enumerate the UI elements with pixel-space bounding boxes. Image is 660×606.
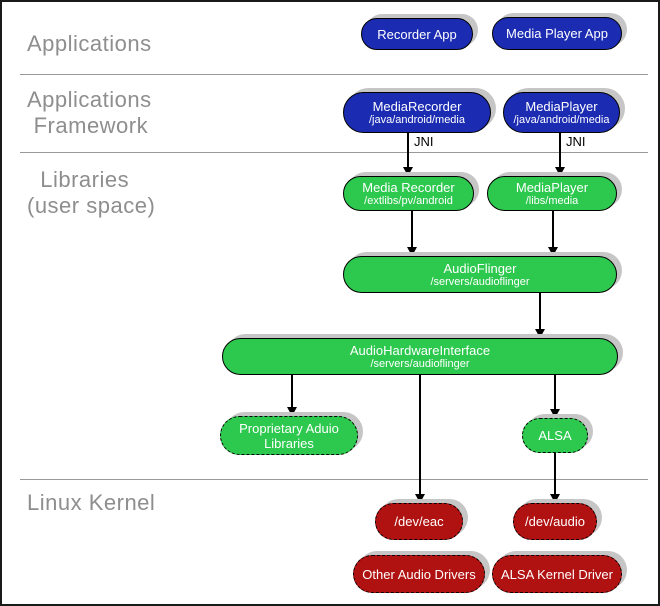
node-title: AudioHardwareInterface [349,342,491,358]
arrowhead-icon [555,167,565,176]
node-audioflinger: AudioFlinger /servers/audioflinger [343,256,617,293]
node-alsa-kernel-driver: ALSA Kernel Driver [492,555,622,593]
node-media-player-app: Media Player App [492,17,622,50]
node-title: MediaPlayer [515,179,589,195]
node-title: ALSA [538,428,572,443]
node-title: ALSA Kernel Driver [501,566,613,582]
node-path: /extlibs/pv/android [364,194,453,207]
divider-applications-framework [20,74,648,75]
connector-audioflinger-ahi [539,293,541,331]
divider-libraries-kernel [20,479,648,480]
node-recorder-app: Recorder App [361,18,473,50]
layer-label-applications-framework: Applications Framework [27,87,152,138]
node-title: Other Audio Drivers [362,566,476,582]
node-title: Proprietary Aduio Libraries [239,420,339,451]
node-dev-audio: /dev/audio [513,503,597,540]
connector-ahi-alsa [554,375,556,411]
node-mediarecorder-framework: MediaRecorder /java/android/media [343,92,491,133]
node-title: Media Player App [506,26,608,41]
node-path: /java/android/media [513,113,610,126]
connector-ahi-proprietary [291,375,293,409]
node-alsa: ALSA [522,418,588,453]
node-dev-eac: /dev/eac [375,503,463,540]
node-path: /servers/audioflinger [370,357,470,370]
arrowhead-icon [548,247,558,256]
arrowhead-icon [550,494,560,503]
layer-label-libraries-user-space: Libraries (user space) [27,167,156,218]
node-title: /dev/eac [394,514,444,529]
node-title: /dev/audio [525,514,585,529]
connector-alsa-dev-audio [554,453,556,496]
connector-ahi-dev-eac [419,375,421,496]
connector-mediaplayer-jni [559,133,561,169]
divider-framework-libraries [20,152,648,153]
arrowhead-icon [287,407,297,416]
node-title: Media Recorder [362,179,455,195]
connector-mediarecorder-jni [407,133,409,169]
layer-label-linux-kernel: Linux Kernel [27,490,156,515]
node-title: MediaRecorder [372,98,462,114]
connector-mediaplayer-audioflinger [552,211,554,249]
node-title: AudioFlinger [443,260,517,276]
arrowhead-icon [550,409,560,418]
node-other-audio-drivers: Other Audio Drivers [353,555,485,593]
arrowhead-icon [415,494,425,503]
node-media-recorder-lib: Media Recorder /extlibs/pv/android [343,176,474,211]
arrowhead-icon [403,167,413,176]
layer-label-applications: Applications [27,31,152,56]
jni-label-right: JNI [566,134,586,149]
node-title: MediaPlayer [525,98,598,114]
arrowhead-icon [407,247,417,256]
node-path: /servers/audioflinger [430,275,530,288]
node-audio-hardware-interface: AudioHardwareInterface /servers/audiofli… [222,338,618,375]
arrowhead-icon [535,329,545,338]
node-title: Recorder App [377,26,457,42]
node-path: /java/android/media [368,113,465,126]
connector-mediarecorder-audioflinger [411,211,413,249]
node-mediaplayer-lib: MediaPlayer /libs/media [487,176,617,211]
node-path: /libs/media [525,194,579,207]
node-mediaplayer-framework: MediaPlayer /java/android/media [503,92,620,133]
jni-label-left: JNI [414,134,434,149]
node-proprietary-audio-libraries: Proprietary Aduio Libraries [220,416,358,455]
